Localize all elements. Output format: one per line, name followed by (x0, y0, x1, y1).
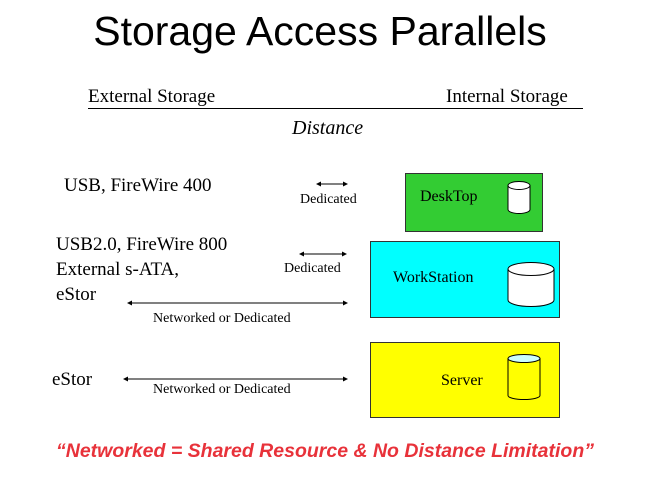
internal-storage-header: Internal Storage (446, 86, 568, 107)
tier3-interface-estor: eStor (52, 369, 93, 390)
desktop-disk-icon (507, 181, 531, 214)
workstation-disk-icon (507, 262, 555, 307)
tier2-networked-arrow (127, 300, 348, 306)
slide-title: Storage Access Parallels (93, 8, 547, 54)
distance-label: Distance (292, 117, 364, 139)
workstation-box: WorkStation (370, 241, 560, 318)
tagline: “Networked = Shared Resource & No Distan… (55, 440, 594, 462)
server-disk-icon (507, 354, 541, 400)
tier3-networked-label: Networked or Dedicated (153, 382, 291, 397)
tier2-interface-usb2-fw800: USB2.0, FireWire 800 (56, 234, 228, 255)
header-underline (88, 108, 583, 109)
tier2-networked-label: Networked or Dedicated (153, 311, 291, 326)
tier1-dedicated-arrow (316, 181, 348, 187)
tier3-networked-arrow (123, 376, 348, 382)
desktop-box: DeskTop (405, 173, 543, 232)
tier2-dedicated-label: Dedicated (284, 261, 341, 276)
workstation-label: WorkStation (393, 269, 474, 286)
external-storage-header: External Storage (88, 86, 216, 107)
server-box: Server (370, 342, 560, 418)
tier1-dedicated-label: Dedicated (300, 192, 357, 207)
tier2-interface-external-sata: External s-ATA, (56, 259, 179, 280)
tier2-dedicated-arrow (299, 251, 347, 257)
tier2-interface-estor: eStor (56, 284, 97, 305)
desktop-label: DeskTop (420, 188, 478, 205)
tier1-interface-usb-fw400: USB, FireWire 400 (64, 175, 212, 196)
server-label: Server (441, 372, 483, 389)
